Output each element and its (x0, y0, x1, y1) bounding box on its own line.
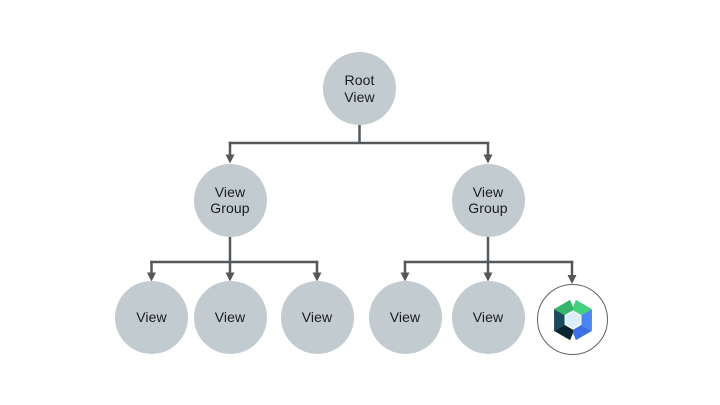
arrowhead-view4 (400, 272, 410, 282)
node-view-group-left: View Group (193, 163, 267, 237)
arrowhead-group-left (225, 154, 235, 164)
logo-left-face-upper (553, 308, 573, 331)
arrowhead-view1 (147, 272, 156, 282)
arrowheads (147, 154, 577, 284)
logo-top-notch (568, 295, 577, 307)
arrowhead-compose (567, 275, 577, 284)
node-view-3: View (280, 281, 354, 354)
arrowhead-view2 (225, 272, 235, 282)
node-view-group-right: View Group (451, 163, 525, 237)
arrowhead-view3 (312, 272, 322, 282)
connector-strokes (150, 124, 574, 276)
logo-center-hexagon (564, 309, 581, 330)
node-view-5: View (451, 281, 525, 354)
node-view-1: View (115, 281, 188, 354)
logo-bottom-notch (568, 332, 577, 344)
arrowhead-view5 (483, 272, 493, 282)
arrowhead-group-right (483, 154, 493, 164)
node-view-2: View (193, 281, 267, 354)
node-jetpack-compose (537, 284, 608, 355)
node-root-view: Root View (323, 52, 396, 125)
jetpack-compose-logo-icon (553, 295, 592, 344)
node-view-4: View (368, 281, 442, 354)
logo-right-face-upper (572, 308, 592, 331)
